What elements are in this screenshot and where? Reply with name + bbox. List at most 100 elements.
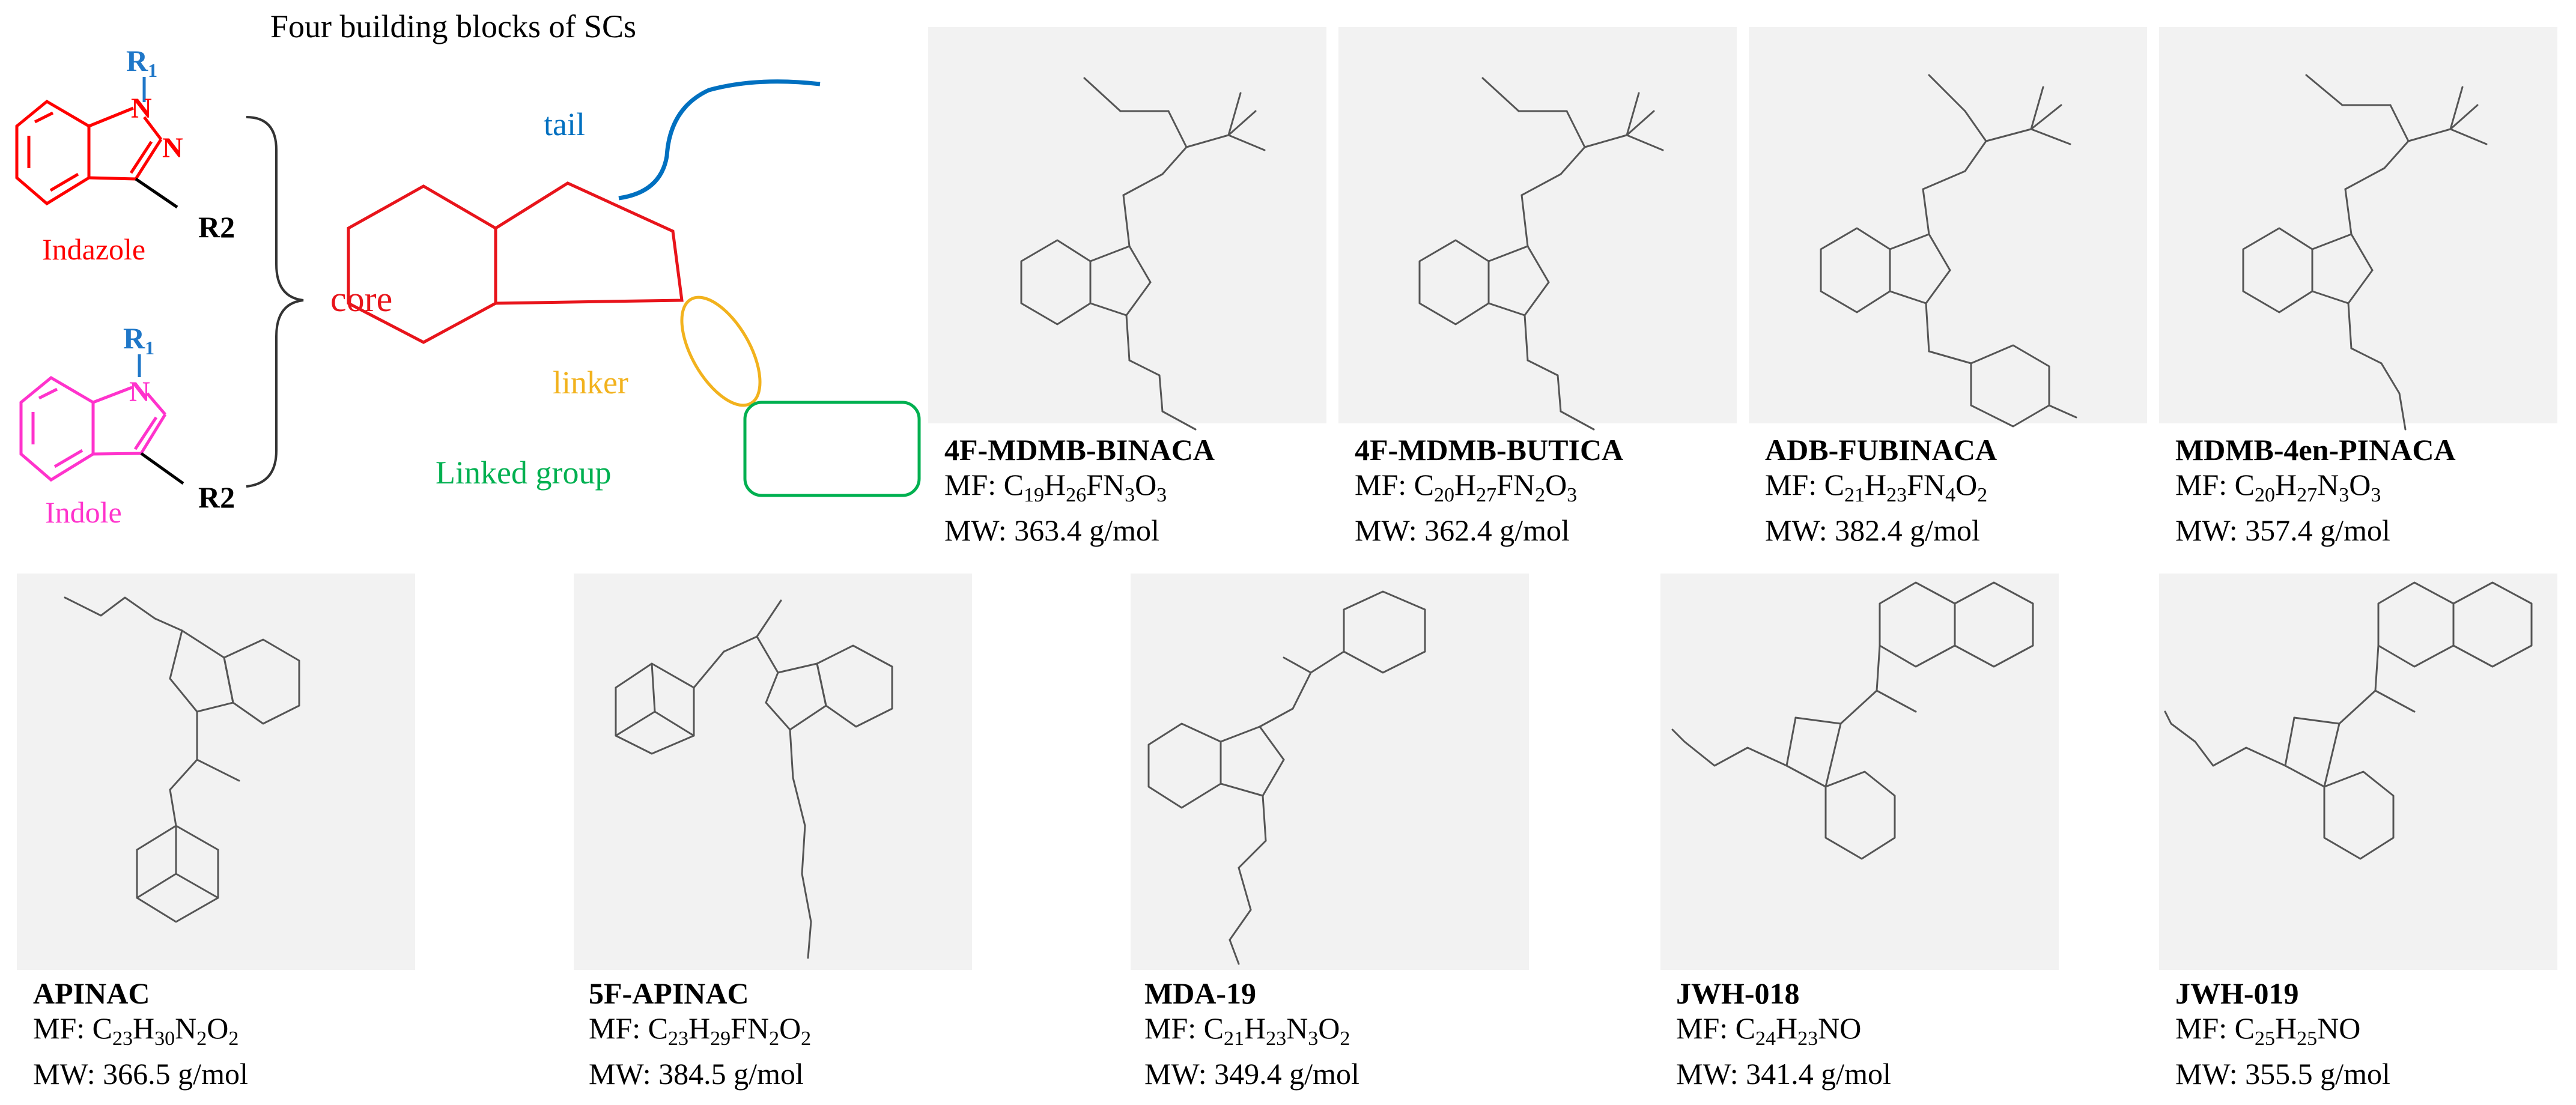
caption-7: JWH-018 MF: C24H23NO MW: 341.4 g/mol [1676,976,1891,1091]
formula-subscript: 23 [1266,1028,1287,1050]
formula-subscript: 21 [1224,1028,1245,1050]
compound-mw: MW: 362.4 g/mol [1355,513,1570,547]
formula-subscript: 23 [1886,484,1907,506]
caption-5: 5F-APINAC MF: C23H29FN2O2 MW: 384.5 g/mo… [589,976,811,1091]
tile-mdmb-4en-pinaca [2159,27,2557,431]
compound-name: ADB-FUBINACA [1765,433,1997,467]
formula-subscript: 23 [668,1028,689,1050]
formula-element: NO [2317,1011,2361,1045]
caption-2: ADB-FUBINACA MF: C21H23FN4O2 MW: 382.4 g… [1765,432,1997,548]
indazole-r2: R2 [198,210,235,244]
compound-name: JWH-018 [1676,976,1800,1010]
formula-subscript: 19 [1024,484,1045,506]
formula-subscript: 3 [1567,484,1578,506]
compound-name: 5F-APINAC [589,976,749,1010]
formula-subscript: 3 [1125,484,1135,506]
formula-subscript: 26 [1066,484,1087,506]
caption-3: MDMB-4en-PINACA MF: C20H27N3O3 MW: 357.4… [2175,432,2456,548]
indole-label: Indole [45,495,122,529]
linked-group-box [743,401,921,497]
formula-element: O [1955,468,1978,501]
formula-subscript: 29 [710,1028,731,1050]
formula-element: FN [1496,468,1536,501]
formula-subscript: 25 [2255,1028,2276,1050]
formula-subscript: 27 [2297,484,2318,506]
compound-mw: MW: 357.4 g/mol [2175,513,2390,547]
tail-curve [618,79,821,201]
formula-subscript: 20 [1434,484,1455,506]
formula-element: O [1545,468,1567,501]
tile-jwh-019 [2159,574,2557,970]
compound-mw: MW: 384.5 g/mol [589,1057,804,1091]
formula-subscript: 27 [1476,484,1497,506]
formula-subscript: 21 [1844,484,1865,506]
caption-1: 4F-MDMB-BUTICA MF: C20H27FN2O3 MW: 362.4… [1355,432,1623,548]
formula-element: C [1414,468,1435,501]
formula-element: N [2317,468,2339,501]
indazole-label: Indazole [42,232,145,266]
formula-element: H [133,1011,155,1045]
formula-element: N [1286,1011,1308,1045]
core-brace [246,116,304,488]
compound-name: JWH-019 [2175,976,2299,1010]
compound-name: 4F-MDMB-BUTICA [1355,433,1624,467]
formula-subscript: 2 [228,1028,239,1050]
formula-subscript: 2 [1340,1028,1350,1050]
formula-subscript: 2 [1977,484,1988,506]
formula-subscript: 3 [1308,1028,1319,1050]
compound-name: MDA-19 [1144,976,1257,1010]
schematic-panel: Four building blocks of SCs N N R1 R2 In… [15,8,921,529]
formula-element: O [2349,468,2371,501]
indole-r2: R2 [198,480,235,514]
caption-8: JWH-019 MF: C25H25NO MW: 355.5 g/mol [2175,976,2390,1091]
caption-4: APINAC MF: C23H30N2O2 MW: 366.5 g/mol [33,976,248,1091]
formula-subscript: 25 [2297,1028,2318,1050]
caption-6: MDA-19 MF: C21H23N3O2 MW: 349.4 g/mol [1144,976,1359,1091]
compound-mf: MF: C23H29FN2O2 [589,1011,812,1050]
compound-mf: MF: C25H25NO [2175,1011,2361,1050]
tile-jwh-018 [1660,574,2059,970]
compound-mw: MW: 355.5 g/mol [2175,1057,2390,1091]
core-label: core [330,279,392,319]
linker-label: linker [553,365,628,401]
formula-element: NO [1818,1011,1862,1045]
compound-mw: MW: 366.5 g/mol [33,1057,248,1091]
indole-structure [19,354,184,485]
tile-adb-fubinaca [1749,27,2147,428]
tile-4f-mdmb-butica [1338,27,1737,431]
formula-element: H [2275,1011,2297,1045]
formula-element: C [1203,1011,1224,1045]
formula-element: FN [1086,468,1125,501]
indazole-structure [15,77,178,209]
compound-mf: MF: C20H27N3O3 [2175,468,2381,506]
compound-mf: MF: C20H27FN2O3 [1355,468,1578,506]
formula-element: H [1865,468,1887,501]
formula-element: H [1776,1011,1798,1045]
formula-subscript: 20 [2255,484,2276,506]
formula-element: H [1244,1011,1266,1045]
formula-element: N [175,1011,197,1045]
formula-subscript: 3 [2371,484,2381,506]
indazole-r1: R1 [126,44,157,81]
indazole-n2: N [162,132,183,164]
formula-element: FN [1907,468,1946,501]
tail-label: tail [544,106,585,142]
compound-name: 4F-MDMB-BINACA [944,433,1215,467]
formula-element: C [1003,468,1024,501]
caption-0: 4F-MDMB-BINACA MF: C19H26FN3O3 MW: 363.4… [944,432,1215,548]
formula-subscript: 23 [112,1028,133,1050]
compound-mf: MF: C19H26FN3O3 [944,468,1167,506]
compound-mf: MF: C24H23NO [1676,1011,1862,1050]
formula-element: C [2234,468,2255,501]
tile-4f-mdmb-binaca [928,27,1326,431]
compound-name: APINAC [33,976,150,1010]
formula-subscript: 2 [801,1028,812,1050]
core-rings [347,181,684,344]
formula-subscript: 3 [2339,484,2350,506]
formula-subscript: 3 [1156,484,1167,506]
compound-mf: MF: C21H23FN4O2 [1765,468,1988,506]
formula-element: FN [731,1011,770,1045]
indole-r1: R1 [123,321,154,359]
compound-mf: MF: C23H30N2O2 [33,1011,239,1050]
